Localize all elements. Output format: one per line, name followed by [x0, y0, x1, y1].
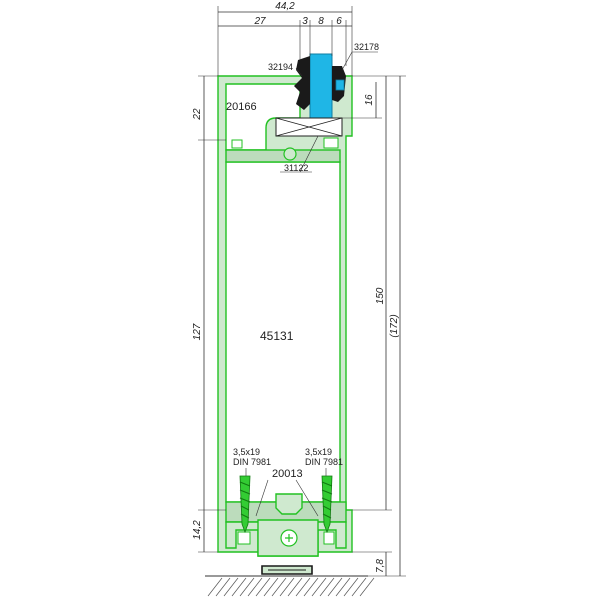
floor-hatch [205, 575, 375, 597]
dim-3: 3 [302, 16, 308, 27]
label-gasket-left: 32194 [268, 62, 293, 72]
dim-27: 27 [253, 16, 266, 27]
dimension-lines [198, 6, 406, 577]
dim-left-14-2: 14,2 [192, 520, 203, 540]
dim-right-172: (172) [389, 314, 400, 337]
dim-left-22: 22 [192, 108, 203, 121]
dim-right-150: 150 [375, 287, 386, 304]
label-gasket-right: 32178 [354, 42, 379, 52]
dim-8: 8 [318, 16, 324, 27]
bottom-insert [257, 493, 319, 575]
label-profile-top: 20166 [226, 101, 257, 113]
label-screw-left-size: 3,5x19 [233, 447, 260, 457]
screw-right [321, 475, 333, 534]
screw-left [239, 475, 251, 534]
glass-pane [309, 53, 333, 119]
dim-left-127: 127 [192, 323, 203, 340]
label-bottom-profile: 20013 [272, 468, 303, 480]
gasket-right-shape [332, 66, 346, 102]
dim-right-16: 16 [364, 94, 375, 106]
label-screw-right-std: DIN 7981 [305, 457, 343, 467]
label-main-profile: 45131 [260, 329, 294, 343]
gasket-left-shape [294, 56, 310, 110]
dim-right-7-8: 7,8 [375, 559, 386, 573]
setting-block [275, 117, 343, 137]
label-screw-left-std: DIN 7981 [233, 457, 271, 467]
label-block: 31122 [284, 163, 308, 173]
dim-6: 6 [336, 16, 342, 27]
label-screw-right-size: 3,5x19 [305, 447, 332, 457]
dim-overall-width: 44,2 [275, 1, 295, 12]
